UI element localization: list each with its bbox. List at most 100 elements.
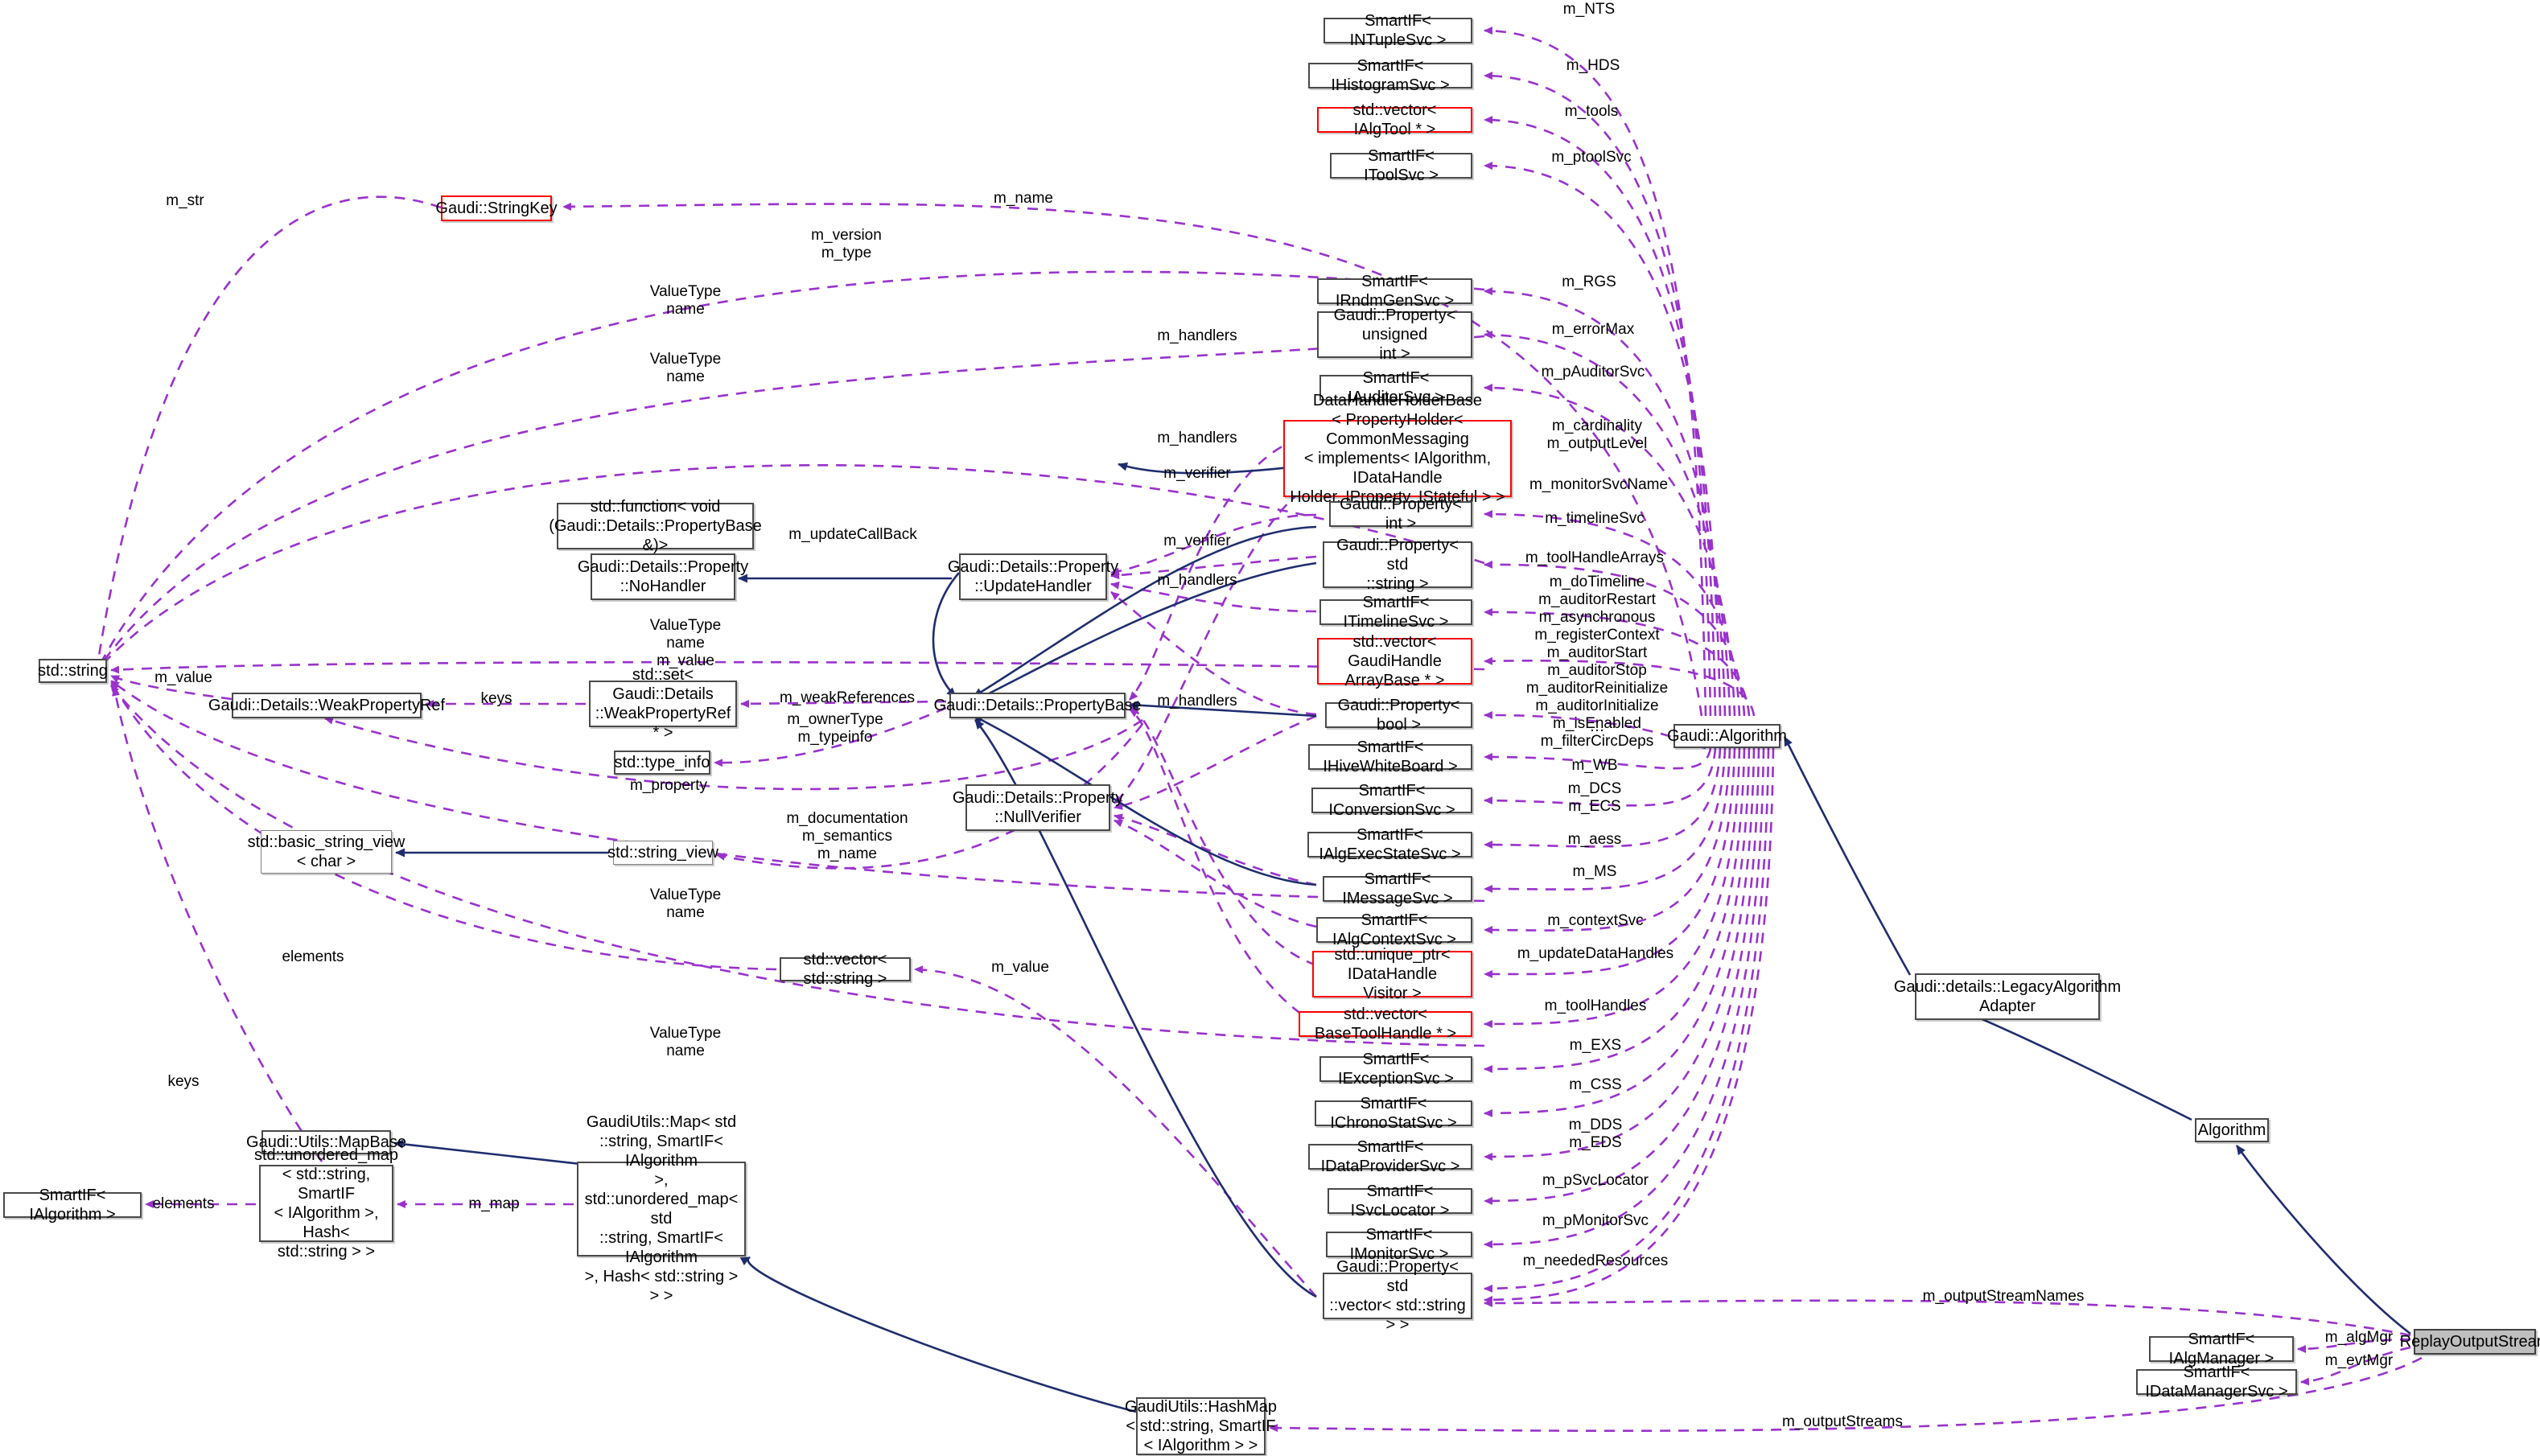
edge-label-m_ms: m_MS xyxy=(1572,863,1617,880)
class-node-prop_int[interactable]: Gaudi::Property< int > xyxy=(1329,496,1472,533)
edge-label-m_dds_eds: m_DDS m_EDS xyxy=(1568,1117,1623,1151)
class-node-label: SmartIF< ITimelineSvc > xyxy=(1343,594,1449,631)
edge-label-m_property: m_property xyxy=(629,777,708,794)
edge-label-m_neededresources: m_neededResources xyxy=(1522,1252,1669,1269)
edge-label-m_documentation: m_documentation m_semantics m_name xyxy=(786,810,908,862)
class-node-label: SmartIF< IDataProviderSvc > xyxy=(1320,1138,1460,1175)
edge-label-m_hds: m_HDS xyxy=(1566,57,1620,74)
class-node-iexceptionsvc[interactable]: SmartIF< IExceptionSvc > xyxy=(1319,1051,1472,1088)
class-node-ialgcontextsvc[interactable]: SmartIF< IAlgContextSvc > xyxy=(1316,911,1472,948)
class-node-ihistogramsvc[interactable]: SmartIF< IHistogramSvc > xyxy=(1308,57,1472,94)
class-node-ialgmanager[interactable]: SmartIF< IAlgManager > xyxy=(2149,1331,2294,1368)
edge-label-ellipsis: … xyxy=(1589,718,1605,735)
class-node-ialgexecstatesvc[interactable]: SmartIF< IAlgExecStateSvc > xyxy=(1307,826,1472,863)
class-node-vec_ialgtool[interactable]: std::vector< IAlgTool * > xyxy=(1317,101,1472,138)
class-node-prop_uint[interactable]: Gaudi::Property< unsigned int > xyxy=(1317,306,1472,363)
class-node-legacyadapter[interactable]: Gaudi::details::LegacyAlgorithm Adapter xyxy=(1894,973,2121,1020)
edge-label-m_css: m_CSS xyxy=(1569,1076,1622,1093)
class-node-datahandleholder[interactable]: DataHandleHolderBase < PropertyHolder< C… xyxy=(1283,392,1512,525)
class-node-algorithm[interactable]: Algorithm xyxy=(2195,1118,2269,1142)
class-node-label: std::set< Gaudi::Details ::WeakPropertyR… xyxy=(595,666,731,742)
class-node-basic_string_view[interactable]: std::basic_string_view < char > xyxy=(248,830,405,874)
edge-label-m_errormax: m_errorMax xyxy=(1551,321,1635,338)
edge-label-m_timelinesvc: m_timelineSvc xyxy=(1545,510,1645,527)
class-node-set_weakref[interactable]: std::set< Gaudi::Details ::WeakPropertyR… xyxy=(589,666,737,742)
class-node-unordered_map[interactable]: std::unordered_map < std::string, SmartI… xyxy=(254,1146,398,1261)
class-node-label: Gaudi::Property< std ::vector< std::stri… xyxy=(1329,1258,1466,1334)
edge-label-valuetype_name_2: ValueType name xyxy=(649,351,722,385)
class-node-prop_string[interactable]: Gaudi::Property< std ::string > xyxy=(1323,537,1472,593)
class-node-label: SmartIF< IDataManagerSvc > xyxy=(2145,1363,2288,1400)
edge-label-m_version_type: m_version m_type xyxy=(811,227,882,261)
class-node-imessagesvc[interactable]: SmartIF< IMessageSvc > xyxy=(1323,870,1472,907)
class-node-gaudiutils_hashmap[interactable]: GaudiUtils::HashMap < std::string, Smart… xyxy=(1125,1397,1277,1455)
class-node-label: Gaudi::Details::Property ::UpdateHandler xyxy=(947,558,1119,595)
edge-label-m_aess: m_aess xyxy=(1567,831,1622,848)
class-node-label: SmartIF< IToolSvc > xyxy=(1364,147,1439,184)
edge-label-m_evtmgr: m_evtMgr xyxy=(2324,1352,2394,1369)
class-node-updatecb_fn[interactable]: std::function< void (Gaudi::Details::Pro… xyxy=(549,498,762,554)
edge-label-m_exs: m_EXS xyxy=(1569,1037,1622,1054)
class-node-type_info[interactable]: std::type_info xyxy=(614,751,710,775)
class-node-ihivewhiteboard[interactable]: SmartIF< IHiveWhiteBoard > xyxy=(1308,738,1472,775)
class-node-stringkey[interactable]: Gaudi::StringKey xyxy=(435,195,558,221)
class-node-itoolsvc[interactable]: SmartIF< IToolSvc > xyxy=(1330,147,1472,184)
edge-label-m_name: m_name xyxy=(994,190,1053,207)
class-node-label: SmartIF< IAlgorithm > xyxy=(29,1187,116,1224)
class-node-replayoutputstream[interactable]: ReplayOutputStream xyxy=(2400,1329,2540,1355)
class-node-label: SmartIF< IAlgManager > xyxy=(2168,1331,2274,1368)
class-node-vec_gaudihandle[interactable]: std::vector< GaudiHandle ArrayBase * > xyxy=(1317,633,1472,689)
class-node-uniqueptr_visitor[interactable]: std::unique_ptr< IDataHandle Visitor > xyxy=(1312,946,1472,1002)
class-node-iconversionsvc[interactable]: SmartIF< IConversionSvc > xyxy=(1311,782,1472,819)
class-node-string_view[interactable]: std::string_view xyxy=(607,841,718,865)
class-node-smartif_ialgorithm[interactable]: SmartIF< IAlgorithm > xyxy=(3,1187,142,1224)
edge-label-m_card_outlevel: m_cardinality m_outputLevel xyxy=(1546,417,1648,452)
class-node-label: SmartIF< IAlgExecStateSvc > xyxy=(1319,826,1461,863)
class-node-mapbase[interactable]: Gaudi::Utils::MapBase xyxy=(246,1130,406,1154)
class-node-idataprovidersvc[interactable]: SmartIF< IDataProviderSvc > xyxy=(1308,1138,1472,1175)
class-node-prop_bool[interactable]: Gaudi::Property< bool > xyxy=(1325,697,1472,734)
edge-label-m_handlers_2: m_handlers xyxy=(1157,430,1237,446)
class-node-gaudiutils_map[interactable]: GaudiUtils::Map< std ::string, SmartIF< … xyxy=(577,1113,746,1305)
edge-label-m_outputstreams: m_outputStreams xyxy=(1782,1413,1903,1430)
class-node-nohandler[interactable]: Gaudi::Details::Property ::NoHandler xyxy=(578,553,748,600)
class-node-label: ReplayOutputStream xyxy=(2399,1333,2540,1351)
class-node-gaudi_algorithm[interactable]: Gaudi::Algorithm xyxy=(1667,724,1787,748)
class-node-isvclocator[interactable]: SmartIF< ISvcLocator > xyxy=(1328,1182,1472,1220)
class-node-string[interactable]: std::string xyxy=(38,659,108,683)
class-node-label: std::unique_ptr< IDataHandle Visitor > xyxy=(1334,946,1451,1002)
edge-label-m_toolhandles: m_toolHandles xyxy=(1544,997,1647,1014)
class-node-updatehandler[interactable]: Gaudi::Details::Property ::UpdateHandler xyxy=(948,553,1118,600)
class-node-iauditorsvc[interactable]: SmartIF< IAuditorSvc > xyxy=(1319,369,1472,406)
edge-label-m_handlers_1: m_handlers xyxy=(1157,327,1237,344)
edge-label-m_weakreferences: m_weakReferences xyxy=(780,689,915,706)
class-node-nullverifier[interactable]: Gaudi::Details::Property ::NullVerifier xyxy=(953,784,1123,831)
class-node-vec_basetoolhandle[interactable]: std::vector< BaseToolHandle * > xyxy=(1299,1006,1472,1043)
edge-label-m_updatedatahandles: m_updateDataHandles xyxy=(1517,945,1674,962)
class-node-vec_string[interactable]: std::vector< std::string > xyxy=(780,951,911,988)
class-node-weakpropertyref[interactable]: Gaudi::Details::WeakPropertyRef xyxy=(208,693,445,718)
class-node-irndmgensvc[interactable]: SmartIF< IRndmGenSvc > xyxy=(1317,273,1472,310)
class-node-propertybase[interactable]: Gaudi::Details::PropertyBase xyxy=(934,693,1141,718)
edge-label-m_verifier_2: m_verifier xyxy=(1163,533,1231,549)
edge-label-m_handlers_3: m_handlers xyxy=(1157,572,1237,589)
edge-label-elements_2: elements xyxy=(152,1195,215,1212)
class-node-imonitorsvc[interactable]: SmartIF< IMonitorSvc > xyxy=(1326,1226,1472,1263)
edge-label-m_handlers_4: m_handlers xyxy=(1157,693,1237,709)
class-node-label: SmartIF< IChronoStatSvc > xyxy=(1330,1095,1457,1132)
class-node-label: SmartIF< IHistogramSvc > xyxy=(1331,57,1450,94)
class-node-prop_vec_string[interactable]: Gaudi::Property< std ::vector< std::stri… xyxy=(1323,1258,1472,1334)
edge-label-m_tools: m_tools xyxy=(1564,103,1619,120)
edge-label-m_wb: m_WB xyxy=(1571,757,1618,774)
edge-label-m_ownertype: m_ownerType m_typeinfo xyxy=(787,711,883,746)
edge-label-valuetype_name_1: ValueType name xyxy=(649,283,722,318)
class-node-ichronostatsvc[interactable]: SmartIF< IChronoStatSvc > xyxy=(1315,1095,1472,1132)
class-node-label: SmartIF< IAlgContextSvc > xyxy=(1332,911,1456,948)
class-node-intuplesvc[interactable]: SmartIF< INTupleSvc > xyxy=(1324,12,1472,49)
class-node-itimelinesvc[interactable]: SmartIF< ITimelineSvc > xyxy=(1319,594,1472,631)
class-node-label: Gaudi::Details::Property ::NullVerifier xyxy=(952,789,1124,826)
edge-label-elements_1: elements xyxy=(282,948,344,965)
class-node-idatamanagersvc[interactable]: SmartIF< IDataManagerSvc > xyxy=(2136,1363,2297,1400)
edge-label-keys_2: keys xyxy=(167,1073,200,1090)
